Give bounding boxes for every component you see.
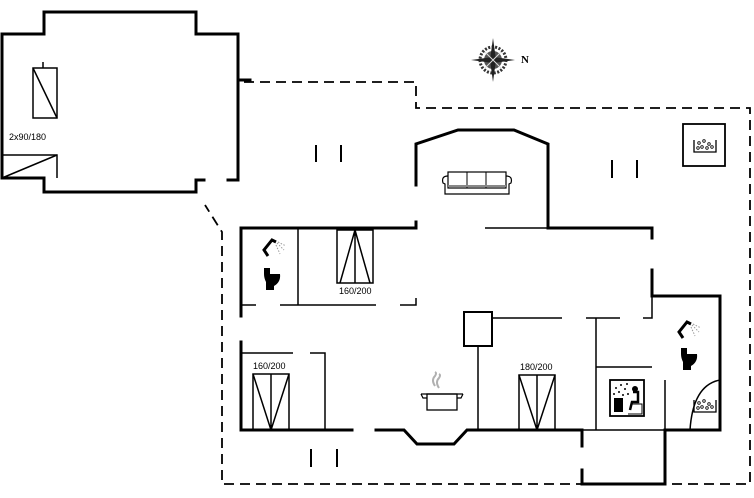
sofa-icon <box>441 171 513 195</box>
outdoor-spa-icon <box>682 123 726 167</box>
shower-toilet-icon-2 <box>677 320 702 370</box>
bedroom-3: 180/200 <box>518 362 556 431</box>
bedroom-3-bed-label: 180/200 <box>520 362 553 372</box>
compass-north-label: N <box>521 54 529 66</box>
bedroom-1-bed-label: 160/200 <box>339 286 372 296</box>
bedroom-2-bed-label: 160/200 <box>253 361 286 371</box>
shower-toilet-icon <box>262 238 287 290</box>
compass-icon <box>471 38 515 82</box>
annex-bed-label: 2x90/180 <box>9 132 46 142</box>
bedroom-2: 160/200 <box>252 361 290 431</box>
bedroom-1: 160/200 <box>336 229 374 296</box>
sauna-icon <box>609 379 645 417</box>
spa-bath-icon <box>693 399 717 413</box>
windows <box>310 145 638 467</box>
main-house-walls <box>239 128 722 486</box>
annex-building: 2x90/180 <box>0 10 252 194</box>
kitchen-pot-icon <box>420 371 464 411</box>
terrace-outline <box>204 81 751 485</box>
